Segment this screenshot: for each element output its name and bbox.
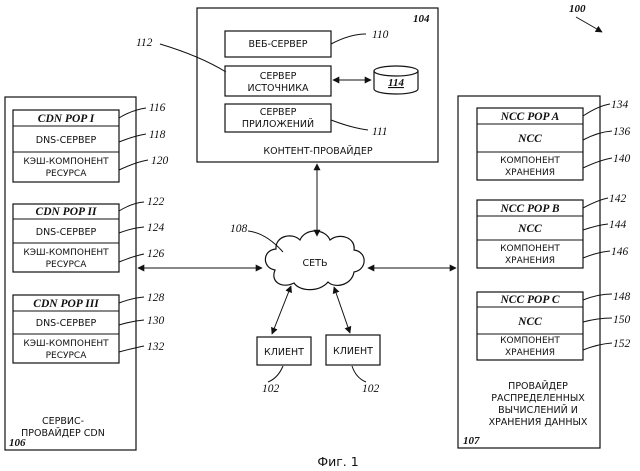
web-server-label: ВЕБ-СЕРВЕР — [248, 39, 307, 50]
storage-ref: 114 — [388, 77, 404, 89]
cdn-pop-3: CDN POP III DNS-СЕРВЕР КЭШ-КОМПОНЕНТ РЕС… — [13, 295, 119, 363]
cdn-pop-2: CDN POP II DNS-СЕРВЕР КЭШ-КОМПОНЕНТ РЕСУ… — [13, 204, 119, 272]
cdn-pop-3-cache-2: РЕСУРСА — [46, 351, 88, 361]
cdn-pop-2-title: CDN POP II — [36, 206, 97, 218]
client2-network-arrow — [334, 287, 350, 333]
cdn-pop-1-cache-1: КЭШ-КОМПОНЕНТ — [23, 157, 109, 167]
ncc-pop-b: NCC POP B NCC КОМПОНЕНТ ХРАНЕНИЯ — [477, 200, 583, 268]
cdn-provider-label-2: ПРОВАЙДЕР CDN — [21, 427, 105, 439]
web-server-ref: 110 — [372, 29, 389, 41]
app-server-label-1: СЕРВЕР — [260, 107, 297, 118]
content-provider-label: КОНТЕНТ-ПРОВАЙДЕР — [263, 145, 372, 157]
origin-server-ref: 112 — [136, 37, 153, 49]
cdn-pop-1-dns: DNS-СЕРВЕР — [36, 135, 97, 146]
cdn-pop-2-title-ref: 122 — [147, 196, 165, 208]
ncc-pop-b-title: NCC POP B — [500, 203, 560, 215]
app-server-label-2: ПРИЛОЖЕНИЙ — [242, 118, 314, 130]
ncc-pop-a-storage-1: КОМПОНЕНТ — [500, 156, 560, 166]
ncc-pop-a-ncc-ref: 136 — [613, 126, 631, 138]
cdn-pop-2-cache-ref: 126 — [147, 248, 165, 260]
cdn-pop-3-cache-ref: 132 — [147, 341, 165, 353]
cdn-provider-label-1: СЕРВИС- — [42, 416, 84, 427]
ncc-pop-a-title: NCC POP A — [500, 111, 560, 123]
cdn-pop-1-cache-2: РЕСУРСА — [46, 169, 88, 179]
figure-ref-arrow — [576, 17, 602, 32]
cdn-pop-1-title-ref: 116 — [149, 102, 166, 114]
cdn-provider-ref: 106 — [9, 437, 26, 449]
client1-network-arrow — [272, 286, 291, 334]
cdn-pop-1-dns-ref: 118 — [149, 129, 166, 141]
ncc-provider-label-2: РАСПРЕДЕЛЕННЫХ — [491, 393, 585, 404]
client-2-label: КЛИЕНТ — [333, 346, 373, 357]
ncc-provider-ref: 107 — [463, 435, 480, 447]
cdn-pop-2-cache-1: КЭШ-КОМПОНЕНТ — [23, 248, 109, 258]
client-2-leader — [352, 366, 366, 382]
ncc-pop-a-storage-ref: 140 — [613, 153, 631, 165]
cdn-pop-3-dns: DNS-СЕРВЕР — [36, 318, 97, 329]
ncc-pop-c-storage-2: ХРАНЕНИЯ — [505, 348, 555, 358]
ncc-pop-c-ncc: NCC — [517, 316, 542, 328]
ncc-pop-c-title-ref: 148 — [613, 291, 631, 303]
ncc-pop-c-ncc-ref: 150 — [613, 314, 631, 326]
ncc-provider-label-3: ВЫЧИСЛЕНИЙ И — [498, 404, 578, 416]
client-1-ref: 102 — [262, 383, 280, 395]
ncc-provider-label-4: ХРАНЕНИЯ ДАННЫХ — [489, 417, 588, 428]
cdn-pop-1-title: CDN POP I — [38, 113, 95, 125]
cdn-pop-3-title-ref: 128 — [147, 292, 165, 304]
ncc-pop-b-storage-2: ХРАНЕНИЯ — [505, 256, 555, 266]
app-server-ref: 111 — [372, 126, 388, 138]
ncc-pop-c-storage-1: КОМПОНЕНТ — [500, 336, 560, 346]
cdn-pop-1-cache-ref: 120 — [151, 155, 169, 167]
ncc-pop-a-storage-2: ХРАНЕНИЯ — [505, 168, 555, 178]
ncc-pop-b-ncc-ref: 144 — [609, 219, 627, 231]
network-label: СЕТЬ — [303, 258, 328, 269]
client-1-leader — [268, 366, 283, 382]
ncc-pop-b-title-ref: 142 — [609, 193, 627, 205]
cdn-pop-3-title: CDN POP III — [33, 298, 99, 310]
cdn-pop-2-cache-2: РЕСУРСА — [46, 260, 88, 270]
client-2-ref: 102 — [362, 383, 380, 395]
ncc-pop-c-title: NCC POP C — [500, 294, 560, 306]
cdn-pop-1: CDN POP I DNS-СЕРВЕР КЭШ-КОМПОНЕНТ РЕСУР… — [13, 110, 119, 182]
cdn-pop-3-cache-1: КЭШ-КОМПОНЕНТ — [23, 339, 109, 349]
ncc-pop-a: NCC POP A NCC КОМПОНЕНТ ХРАНЕНИЯ — [477, 108, 583, 180]
figure-ref: 100 — [569, 3, 586, 15]
cdn-pop-2-dns-ref: 124 — [147, 222, 165, 234]
network-ref: 108 — [230, 223, 248, 235]
ncc-pop-b-storage-1: КОМПОНЕНТ — [500, 244, 560, 254]
ncc-pop-b-storage-ref: 146 — [611, 246, 629, 258]
origin-server-label-2: ИСТОЧНИКА — [247, 83, 309, 94]
ncc-pop-c-storage-ref: 152 — [613, 338, 631, 350]
ncc-provider-label-1: ПРОВАЙДЕР — [508, 380, 568, 392]
client-1-label: КЛИЕНТ — [264, 347, 304, 358]
origin-server-label-1: СЕРВЕР — [260, 71, 297, 82]
ncc-pop-c: NCC POP C NCC КОМПОНЕНТ ХРАНЕНИЯ — [477, 292, 583, 360]
content-provider-ref: 104 — [413, 13, 430, 25]
ncc-pop-b-ncc: NCC — [517, 223, 542, 235]
ncc-pop-a-ncc: NCC — [517, 133, 542, 145]
cdn-pop-3-dns-ref: 130 — [147, 315, 165, 327]
ncc-pop-a-title-ref: 134 — [611, 99, 629, 111]
cdn-pop-2-dns: DNS-СЕРВЕР — [36, 227, 97, 238]
figure-caption: Фиг. 1 — [317, 454, 358, 469]
